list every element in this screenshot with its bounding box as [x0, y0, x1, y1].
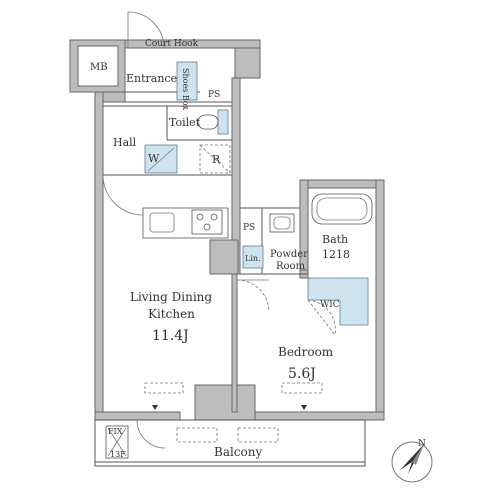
washer-icon	[144, 144, 178, 174]
w-label: W	[148, 152, 160, 165]
shoes-box-label: Shoes Box	[181, 68, 190, 111]
ldk-label-line2: Kitchen	[148, 307, 195, 321]
entrance-door	[127, 11, 165, 49]
north-label: N	[418, 439, 426, 449]
bath-size-label: 1218	[322, 248, 350, 261]
structural-walls	[69, 39, 385, 421]
powder-room-label-line2: Room	[276, 261, 306, 272]
bathtub-icon	[311, 193, 373, 225]
toilet-icon	[197, 109, 229, 135]
ldk-label-line1: Living Dining	[130, 290, 212, 304]
balcony	[94, 419, 366, 467]
refrigerator-icon	[199, 144, 231, 174]
toilet-label: Toilet	[169, 116, 201, 129]
powder-room-label-line1: Powder	[270, 249, 308, 260]
fix-label: FIX	[108, 427, 123, 436]
ps-mid-label: PS	[243, 223, 255, 233]
floor-13f-label: 13F	[110, 450, 126, 459]
window-markers	[144, 382, 323, 410]
wic-storage	[307, 277, 369, 336]
bedroom-area-label: 5.6J	[288, 366, 316, 382]
balcony-label: Balcony	[214, 445, 262, 459]
stove-icon	[191, 209, 223, 235]
entrance-label: Entrance	[126, 72, 177, 85]
wic-label: WIC	[320, 300, 340, 310]
r-label: R	[212, 153, 221, 166]
linen-storage	[242, 245, 264, 269]
bedroom-label: Bedroom	[278, 345, 334, 359]
north-arrow	[391, 441, 433, 483]
ldk-area-label: 11.4J	[152, 328, 189, 344]
mb-label: MB	[90, 62, 108, 73]
shoes-box	[176, 61, 198, 101]
court-hook-label: Court Hook	[145, 39, 199, 49]
hall-label: Hall	[113, 136, 137, 149]
lin-label: Lin.	[245, 254, 261, 263]
ps-top-label: PS	[208, 90, 220, 100]
bath-label: Bath	[322, 233, 348, 246]
sink-icon	[269, 213, 295, 233]
